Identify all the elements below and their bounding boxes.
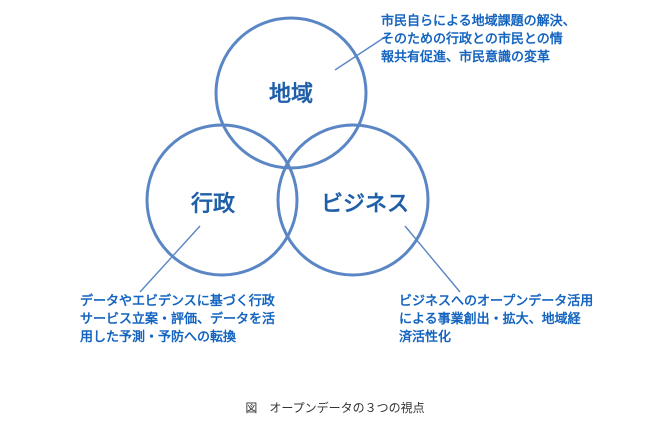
government-description-line: サービス立案・評価、データを活 (80, 312, 276, 327)
region-description: 市民自らによる地域課題の解決、 そのための行政との市民との情 報共有促進、市民意… (381, 13, 576, 67)
government-circle (145, 123, 299, 277)
business-leader-line (404, 225, 461, 293)
government-description: データやエビデンスに基づく行政 サービス立案・評価、データを活 用した予測・予防… (80, 293, 275, 347)
government-label: 行政 (190, 191, 236, 217)
region-description-line: そのための行政との市民との情 (381, 32, 563, 47)
business-description: ビジネスへのオープンデータ活用 による事業創出・拡大、地域経 済活性化 (399, 293, 593, 347)
business-description-line: ビジネスへのオープンデータ活用 (399, 294, 594, 309)
region-leader-line (334, 36, 386, 71)
region-description-line: 報共有促進、市民意識の変革 (381, 50, 551, 65)
business-description-line: 済活性化 (399, 330, 452, 345)
government-leader-line (139, 225, 201, 293)
business-circle (276, 123, 430, 277)
government-description-line: 用した予測・予防への転換 (80, 330, 237, 345)
figure-caption: 図 オープンデータの３つの視点 (245, 401, 425, 415)
business-description-line: による事業創出・拡大、地域経 (399, 312, 581, 327)
business-label: ビジネス (321, 192, 409, 217)
government-description-line: データやエビデンスに基づく行政 (80, 294, 275, 309)
region-label: 地域 (269, 81, 313, 107)
region-description-line: 市民自らによる地域課題の解決、 (381, 14, 576, 29)
